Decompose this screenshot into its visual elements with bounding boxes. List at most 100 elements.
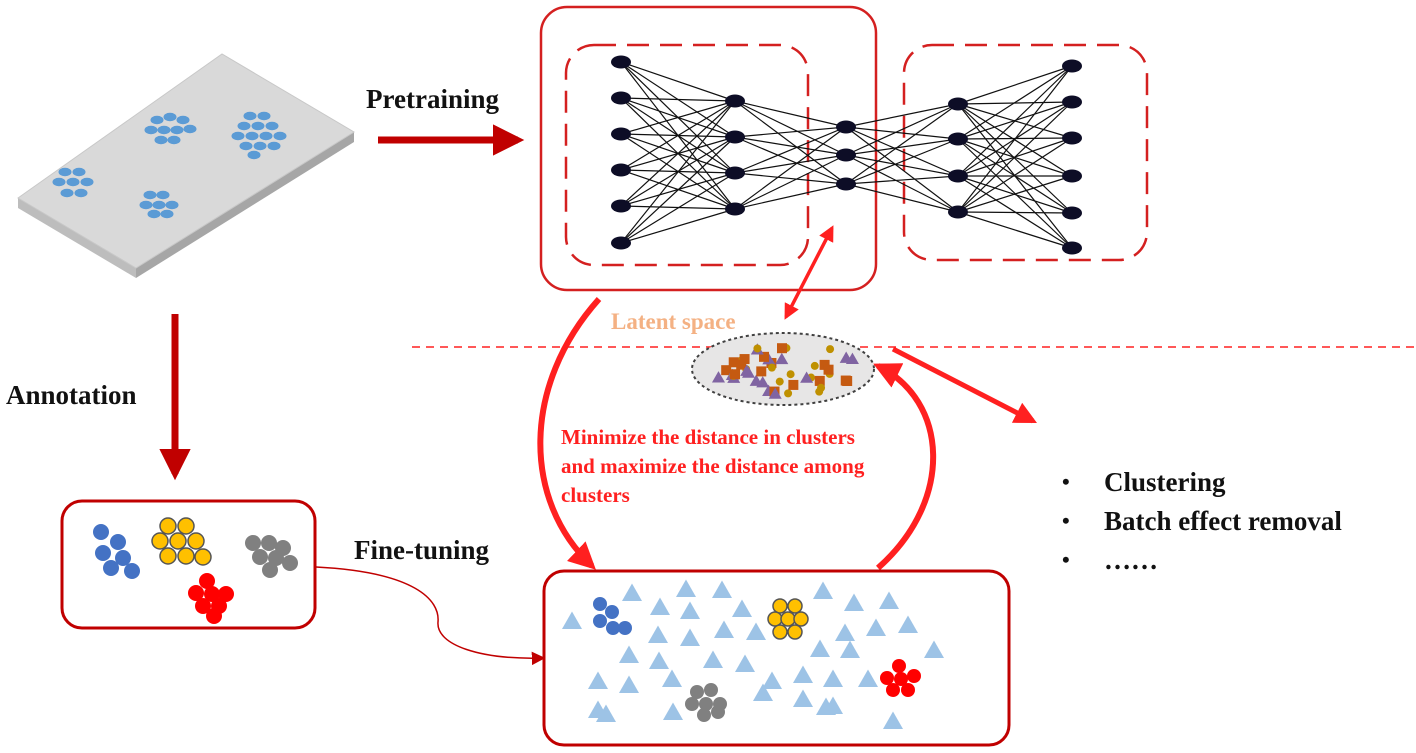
latent-triangle (740, 364, 754, 376)
yellow-cell (169, 532, 187, 550)
cell-triangle (712, 580, 732, 598)
cell-triangle (703, 650, 723, 668)
slide-cell (237, 121, 251, 131)
cell-triangle (663, 702, 683, 720)
latent-square (777, 343, 788, 354)
yellow-cell (187, 532, 205, 550)
red-cell (204, 586, 220, 602)
encoder-frame (564, 43, 810, 267)
latent-dot (817, 383, 826, 392)
blue-cell (606, 621, 620, 635)
applications-arrow (891, 346, 1038, 424)
network-node (1062, 131, 1082, 145)
gray-cell (685, 697, 699, 711)
slide-cell (176, 115, 190, 125)
cell-triangle (746, 622, 766, 640)
cell-triangle (735, 654, 755, 672)
gray-cell (282, 555, 298, 571)
latent-triangle (839, 351, 853, 363)
network-node (836, 148, 856, 162)
slide-cell (52, 177, 66, 187)
slide-cell (231, 131, 245, 141)
cell-triangle (650, 597, 670, 615)
cell-triangle (762, 671, 782, 689)
latent-square (823, 364, 834, 375)
network-edge (620, 97, 736, 102)
red-cell (218, 586, 234, 602)
gray-cell (711, 705, 725, 719)
latent-square (756, 366, 767, 377)
network-edge (957, 103, 1073, 177)
network-edge (957, 65, 1073, 105)
fine-tuned-space-box (542, 569, 1011, 747)
bullet-icon: • (1062, 547, 1070, 572)
application-text: Batch effect removal (1104, 506, 1342, 536)
network-edge (620, 100, 736, 244)
network-node (1062, 95, 1082, 109)
yellow-cell (177, 547, 195, 565)
network-node (611, 236, 631, 250)
application-item: •…… (1062, 543, 1342, 582)
slide-cell (165, 200, 179, 210)
slide-cell (251, 121, 265, 131)
network-node (611, 127, 631, 141)
network-edge (845, 103, 959, 185)
fine-tuning-label: Fine-tuning (354, 535, 490, 565)
latent-space-label: Latent space (611, 309, 736, 334)
latent-dot (786, 370, 795, 379)
network-edge (620, 208, 736, 244)
slide-cell (152, 200, 166, 210)
fine-tune-loop-left-arrow (537, 297, 602, 570)
slide-cell (247, 150, 261, 160)
yellow-cell (767, 611, 783, 627)
network-edge (734, 183, 847, 210)
slide-cell (160, 209, 174, 219)
yellow-cell (772, 598, 788, 614)
gray-cell (704, 683, 718, 697)
annotated-cells-box (60, 499, 317, 630)
gray-cell (261, 535, 277, 551)
yellow-cell (177, 517, 195, 535)
blue-cell (110, 534, 126, 550)
cell-triangle (810, 639, 830, 657)
latent-dot (810, 361, 819, 370)
slide-cell (259, 131, 273, 141)
network-node (836, 177, 856, 191)
latent-square (842, 376, 853, 387)
latent-square (814, 375, 825, 386)
slide-cell (154, 135, 168, 145)
network-edge (734, 154, 847, 174)
network-edge (957, 175, 1073, 213)
yellow-cell (780, 611, 796, 627)
cell-triangle (840, 640, 860, 658)
network-edge (845, 154, 959, 177)
network-node (611, 163, 631, 177)
latent-square (788, 379, 799, 390)
network-edge (845, 126, 959, 140)
network-node (725, 166, 745, 180)
blue-cell (605, 605, 619, 619)
network-edge (957, 211, 1073, 249)
network-edge (620, 100, 736, 207)
network-edge (845, 126, 959, 213)
cell-triangle (879, 591, 899, 609)
blue-cell (593, 614, 607, 628)
cell-triangle (883, 711, 903, 729)
slide-cell (66, 177, 80, 187)
application-item: •Clustering (1062, 465, 1342, 504)
network-edge (845, 183, 959, 213)
latent-triangle (775, 352, 789, 365)
latent-dot (753, 344, 762, 353)
cell-triangle (753, 683, 773, 701)
cell-triangle (732, 599, 752, 617)
network-edge (734, 136, 847, 156)
latent-triangle (800, 371, 814, 383)
network-edge (957, 65, 1073, 213)
network-node (611, 91, 631, 105)
network-edge (845, 126, 959, 177)
latent-square (736, 359, 747, 370)
network-node (611, 199, 631, 213)
cell-triangle (649, 651, 669, 669)
network-edge (734, 154, 847, 210)
network-edge (620, 100, 736, 171)
